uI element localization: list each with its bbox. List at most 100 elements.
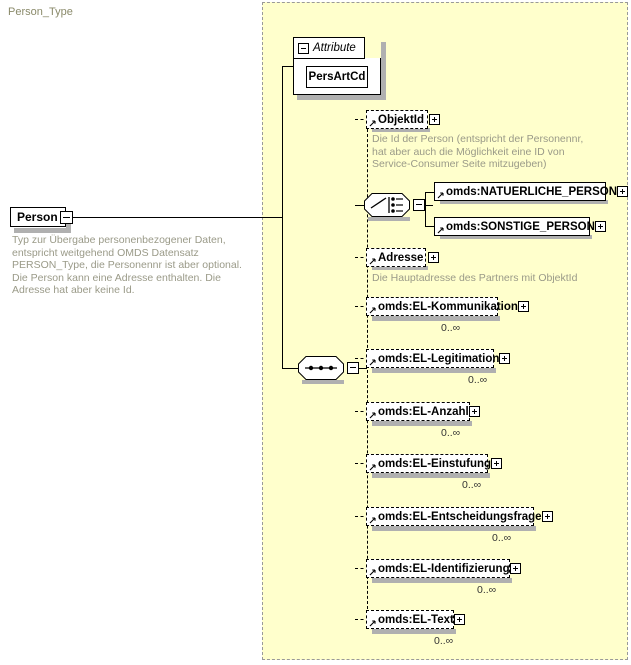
node-el-legitimation-label: omds:EL-Legitimation [378,352,500,365]
el-anzahl-multiplicity: 0..∞ [441,427,461,439]
plus-icon[interactable] [594,221,606,232]
reference-arrow-icon [369,120,376,127]
person-description: Typ zur Übergabe personenbezogener Daten… [12,234,242,296]
connector-to-sequence [282,368,298,369]
connector-to-el-entscheidungsfrage [355,516,369,517]
attribute-body-shadow [297,95,385,100]
connector-choice-branch-2 [425,226,435,227]
connector-to-el-anzahl [355,411,369,412]
node-el-anzahl-label: omds:EL-Anzahl [378,405,469,418]
connector-trunk-vertical [282,66,283,368]
connector-choice-out [425,205,433,206]
el-einstufung-multiplicity: 0..∞ [462,479,482,491]
el-kommunikation-shadow [372,316,500,321]
minus-icon[interactable] [413,199,425,211]
attribute-body-shadow-right [381,42,386,100]
connector-to-choice [355,205,364,206]
reference-arrow-icon [369,620,376,627]
plus-icon[interactable] [617,186,629,197]
node-el-legitimation[interactable]: omds:EL-Legitimation [366,349,511,368]
person-element-box[interactable]: Person [10,207,66,227]
person-type-panel [262,2,628,660]
el-text-shadow [372,629,456,634]
el-einstufung-shadow [372,473,490,478]
reference-arrow-icon [369,258,376,265]
objektid-shadow [372,128,430,132]
sequence-compositor-icon [298,356,344,380]
minus-icon[interactable] [60,211,73,224]
node-objektid[interactable]: ObjektId [366,110,441,129]
connector-trunk-in [263,217,282,218]
person-element-label: Person [17,210,58,224]
el-kommunikation-multiplicity: 0..∞ [441,322,461,334]
minus-icon[interactable] [347,362,359,374]
adresse-description: Die Hauptadresse des Partners mit Objekt… [372,272,578,284]
choice-compositor-icon [364,193,410,217]
reference-arrow-icon [369,569,376,576]
choice-compositor-shadow [368,217,410,221]
choice-compositor[interactable] [364,193,426,217]
connector-to-attribute [282,66,294,67]
node-el-identifizierung[interactable]: omds:EL-Identifizierung [366,559,521,578]
connector-choice-branch-1 [425,192,435,193]
plus-icon[interactable] [517,301,529,312]
node-el-text-label: omds:EL-Text [378,613,454,626]
connector-person-to-type [73,217,263,218]
connector-to-el-kommunikation [355,306,369,307]
node-natuerliche-person-label: omds:NATUERLICHE_PERSON [446,185,618,198]
node-natuerliche-person[interactable]: omds:NATUERLICHE_PERSON [434,182,629,201]
connector-to-adresse [355,257,369,258]
node-objektid-label: ObjektId [378,113,425,126]
attribute-persartcd[interactable]: PersArtCd [306,66,368,88]
adresse-shadow [372,266,428,270]
sequence-compositor-shadow [302,380,344,384]
plus-icon[interactable] [509,563,521,574]
attribute-group-header[interactable]: Attribute [293,37,365,59]
node-el-entscheidungsfrage[interactable]: omds:EL-Entscheidungsfrage [366,507,553,526]
node-el-kommunikation[interactable]: omds:EL-Kommunikation [366,297,529,316]
plus-icon[interactable] [468,406,480,417]
el-anzahl-shadow [372,421,472,426]
reference-arrow-icon [437,227,444,234]
reference-arrow-icon [369,464,376,471]
attribute-persartcd-label: PersArtCd [308,71,366,83]
plus-icon[interactable] [429,114,441,125]
el-entscheidungsfrage-shadow [372,526,536,531]
connector-to-el-einstufung [355,463,369,464]
plus-icon[interactable] [428,252,440,263]
sequence-compositor[interactable] [298,356,360,380]
node-adresse[interactable]: Adresse [366,248,440,267]
node-el-kommunikation-label: omds:EL-Kommunikation [378,300,518,313]
el-identifizierung-shadow [372,578,512,583]
el-legitimation-multiplicity: 0..∞ [468,374,488,386]
reference-arrow-icon [369,359,376,366]
el-text-multiplicity: 0..∞ [434,635,454,647]
reference-arrow-icon [369,307,376,314]
el-identifizierung-multiplicity: 0..∞ [477,584,497,596]
node-el-text[interactable]: omds:EL-Text [366,610,465,629]
reference-arrow-icon [437,192,444,199]
connector-sequence-out [359,368,367,369]
node-sonstige-person[interactable]: omds:SONSTIGE_PERSON [434,217,606,236]
person-box-shadow [14,228,70,233]
natuerliche-person-shadow [440,200,608,204]
plus-icon[interactable] [453,614,465,625]
objektid-description: Die Id der Person (entspricht der Person… [372,133,584,170]
plus-icon[interactable] [499,353,511,364]
plus-icon[interactable] [541,511,553,522]
attribute-group-label: Attribute [313,42,356,54]
reference-arrow-icon [369,412,376,419]
connector-to-el-identifizierung [355,568,369,569]
el-entscheidungsfrage-multiplicity: 0..∞ [492,532,512,544]
node-el-einstufung[interactable]: omds:EL-Einstufung [366,454,503,473]
node-el-identifizierung-label: omds:EL-Identifizierung [378,562,510,575]
connector-children-trunk [367,119,368,619]
minus-icon[interactable] [298,42,309,54]
connector-choice-branch-trunk [425,192,426,227]
person-type-title: Person_Type [8,6,73,18]
sonstige-person-shadow [440,235,592,239]
node-el-anzahl[interactable]: omds:EL-Anzahl [366,402,480,421]
connector-to-el-text [355,619,369,620]
plus-icon[interactable] [491,458,503,469]
